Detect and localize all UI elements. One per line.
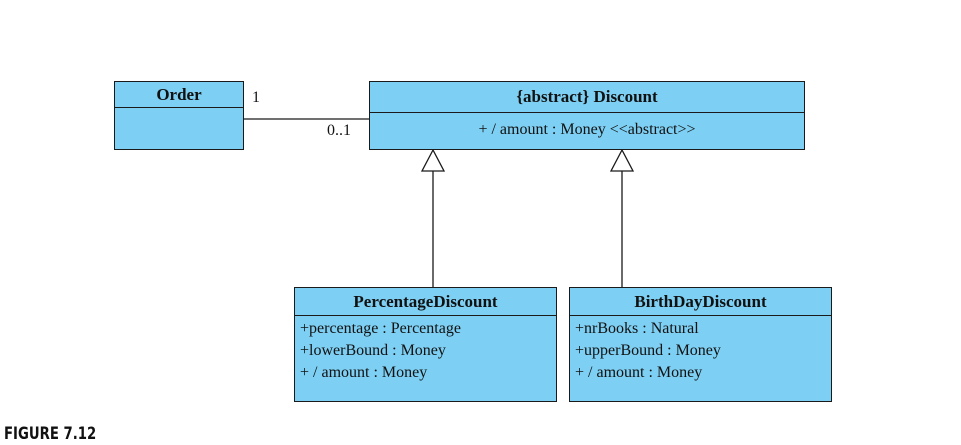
- class-discount-attributes: + / amount : Money <<abstract>>: [370, 113, 804, 143]
- class-birthday-discount-attribute: + / amount : Money: [575, 364, 703, 381]
- multiplicity-discount-end: 0..1: [327, 122, 351, 139]
- generalization-arrowhead-percentage: [420, 148, 446, 172]
- class-order: Order: [114, 81, 244, 150]
- class-discount-attribute: + / amount : Money <<abstract>>: [478, 121, 696, 138]
- class-discount: {abstract} Discount + / amount : Money <…: [369, 81, 805, 150]
- class-birthday-discount: BirthDayDiscount +nrBooks : Natural +upp…: [569, 287, 832, 402]
- class-discount-name: {abstract} Discount: [370, 82, 804, 113]
- class-order-name: Order: [115, 82, 243, 108]
- class-birthday-discount-attributes: +nrBooks : Natural +upperBound : Money +…: [570, 316, 831, 386]
- class-percentage-discount-name: PercentageDiscount: [295, 288, 556, 316]
- class-percentage-discount: PercentageDiscount +percentage : Percent…: [294, 287, 557, 402]
- figure-label: FIGURE 7.12: [4, 424, 97, 444]
- class-percentage-discount-attribute: +percentage : Percentage: [300, 320, 461, 337]
- class-order-attributes: [115, 108, 243, 112]
- class-birthday-discount-name: BirthDayDiscount: [570, 288, 831, 316]
- class-percentage-discount-attributes: +percentage : Percentage +lowerBound : M…: [295, 316, 556, 386]
- class-birthday-discount-attribute: +upperBound : Money: [575, 342, 721, 359]
- class-percentage-discount-attribute: +lowerBound : Money: [300, 342, 446, 359]
- class-birthday-discount-attribute: +nrBooks : Natural: [575, 320, 699, 337]
- class-percentage-discount-attribute: + / amount : Money: [300, 364, 428, 381]
- multiplicity-order-end: 1: [252, 89, 260, 106]
- generalization-arrowhead-birthday: [609, 148, 635, 172]
